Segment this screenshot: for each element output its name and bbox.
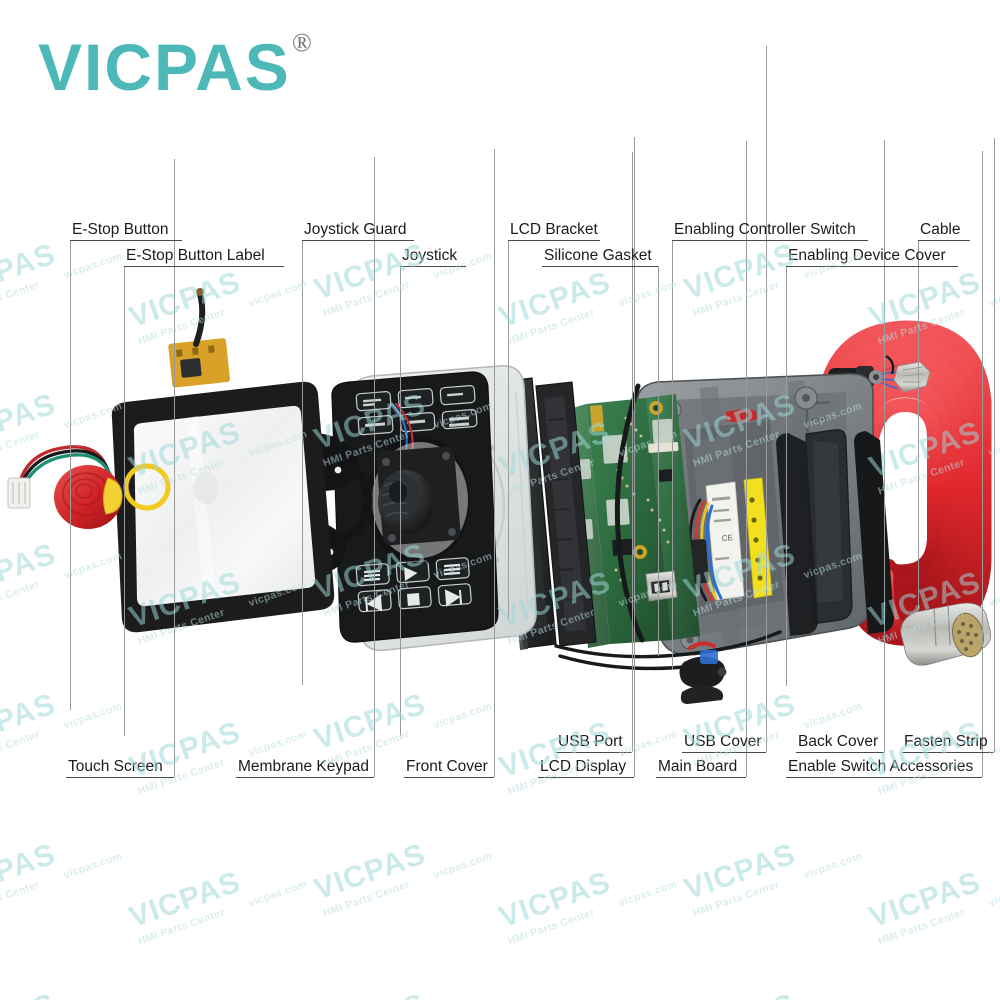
registered-trademark-icon: ® [292,28,312,57]
callout-label-lcd-bracket: LCD Bracket [508,221,600,241]
joystick-art [372,442,468,558]
callout-label-e-stop-button: E-Stop Button [70,221,182,241]
leader-line-front-cover [494,149,495,777]
callout-label-fasten-strip: Fasten Strip [902,733,994,753]
leader-line-fasten-strip [994,138,995,752]
leader-line-touch-screen [174,159,175,777]
callout-label-lcd-display: LCD Display [538,758,634,778]
callout-label-e-stop-button-label: E-Stop Button Label [124,247,284,267]
usb-cover-art [679,641,727,704]
enabling-device-cover-art [805,429,853,625]
leader-line-joystick [400,266,401,736]
leader-line-e-stop-button-label [124,266,125,736]
brand-name: VICPAS [38,30,291,104]
callout-label-usb-port: USB Port [556,733,632,753]
leader-line-cable [918,240,919,610]
svg-text:CE: CE [721,533,733,543]
leader-line-usb-port [632,152,633,752]
leader-line-enabling-controller-switch [672,240,673,670]
callout-label-joystick-guard: Joystick Guard [302,221,414,241]
leader-line-membrane-keypad [374,157,375,777]
leader-line-e-stop-button [70,240,71,710]
enabling-controller-switch-art: CE [688,477,773,602]
brand-logo: VICPAS ® [38,28,312,104]
leader-line-enable-switch-accessories [982,151,983,777]
lcd-bracket-art [535,381,597,647]
leader-line-usb-cover [766,46,767,752]
callout-label-joystick: Joystick [400,247,466,267]
callout-label-silicone-gasket: Silicone Gasket [542,247,658,267]
leader-line-main-board [746,141,747,777]
callout-label-touch-screen: Touch Screen [66,758,174,778]
touch-fpc-art [168,288,230,388]
callout-label-back-cover: Back Cover [796,733,884,753]
callout-label-membrane-keypad: Membrane Keypad [236,758,374,778]
leader-line-lcd-display [634,137,635,777]
leader-line-enabling-device-cover [786,266,787,686]
leader-line-silicone-gasket [658,266,659,656]
callout-label-usb-cover: USB Cover [682,733,766,753]
leader-line-joystick-guard [302,240,303,685]
cable-connector-art [900,602,992,666]
touch-screen-art [111,288,335,633]
e-stop-button-art [7,445,123,529]
e-stop-button-label-art [123,463,171,511]
callout-label-main-board: Main Board [656,758,746,778]
callout-label-enabling-controller-switch: Enabling Controller Switch [672,221,868,241]
leader-line-back-cover [884,140,885,752]
callout-label-enable-switch-accessories: Enable Switch Accessories [786,758,982,778]
usb-port-art [645,570,678,602]
callout-label-enabling-device-cover: Enabling Device Cover [786,247,958,267]
callout-label-front-cover: Front Cover [404,758,494,778]
callout-label-cable: Cable [918,221,970,241]
leader-line-lcd-bracket [508,240,509,620]
